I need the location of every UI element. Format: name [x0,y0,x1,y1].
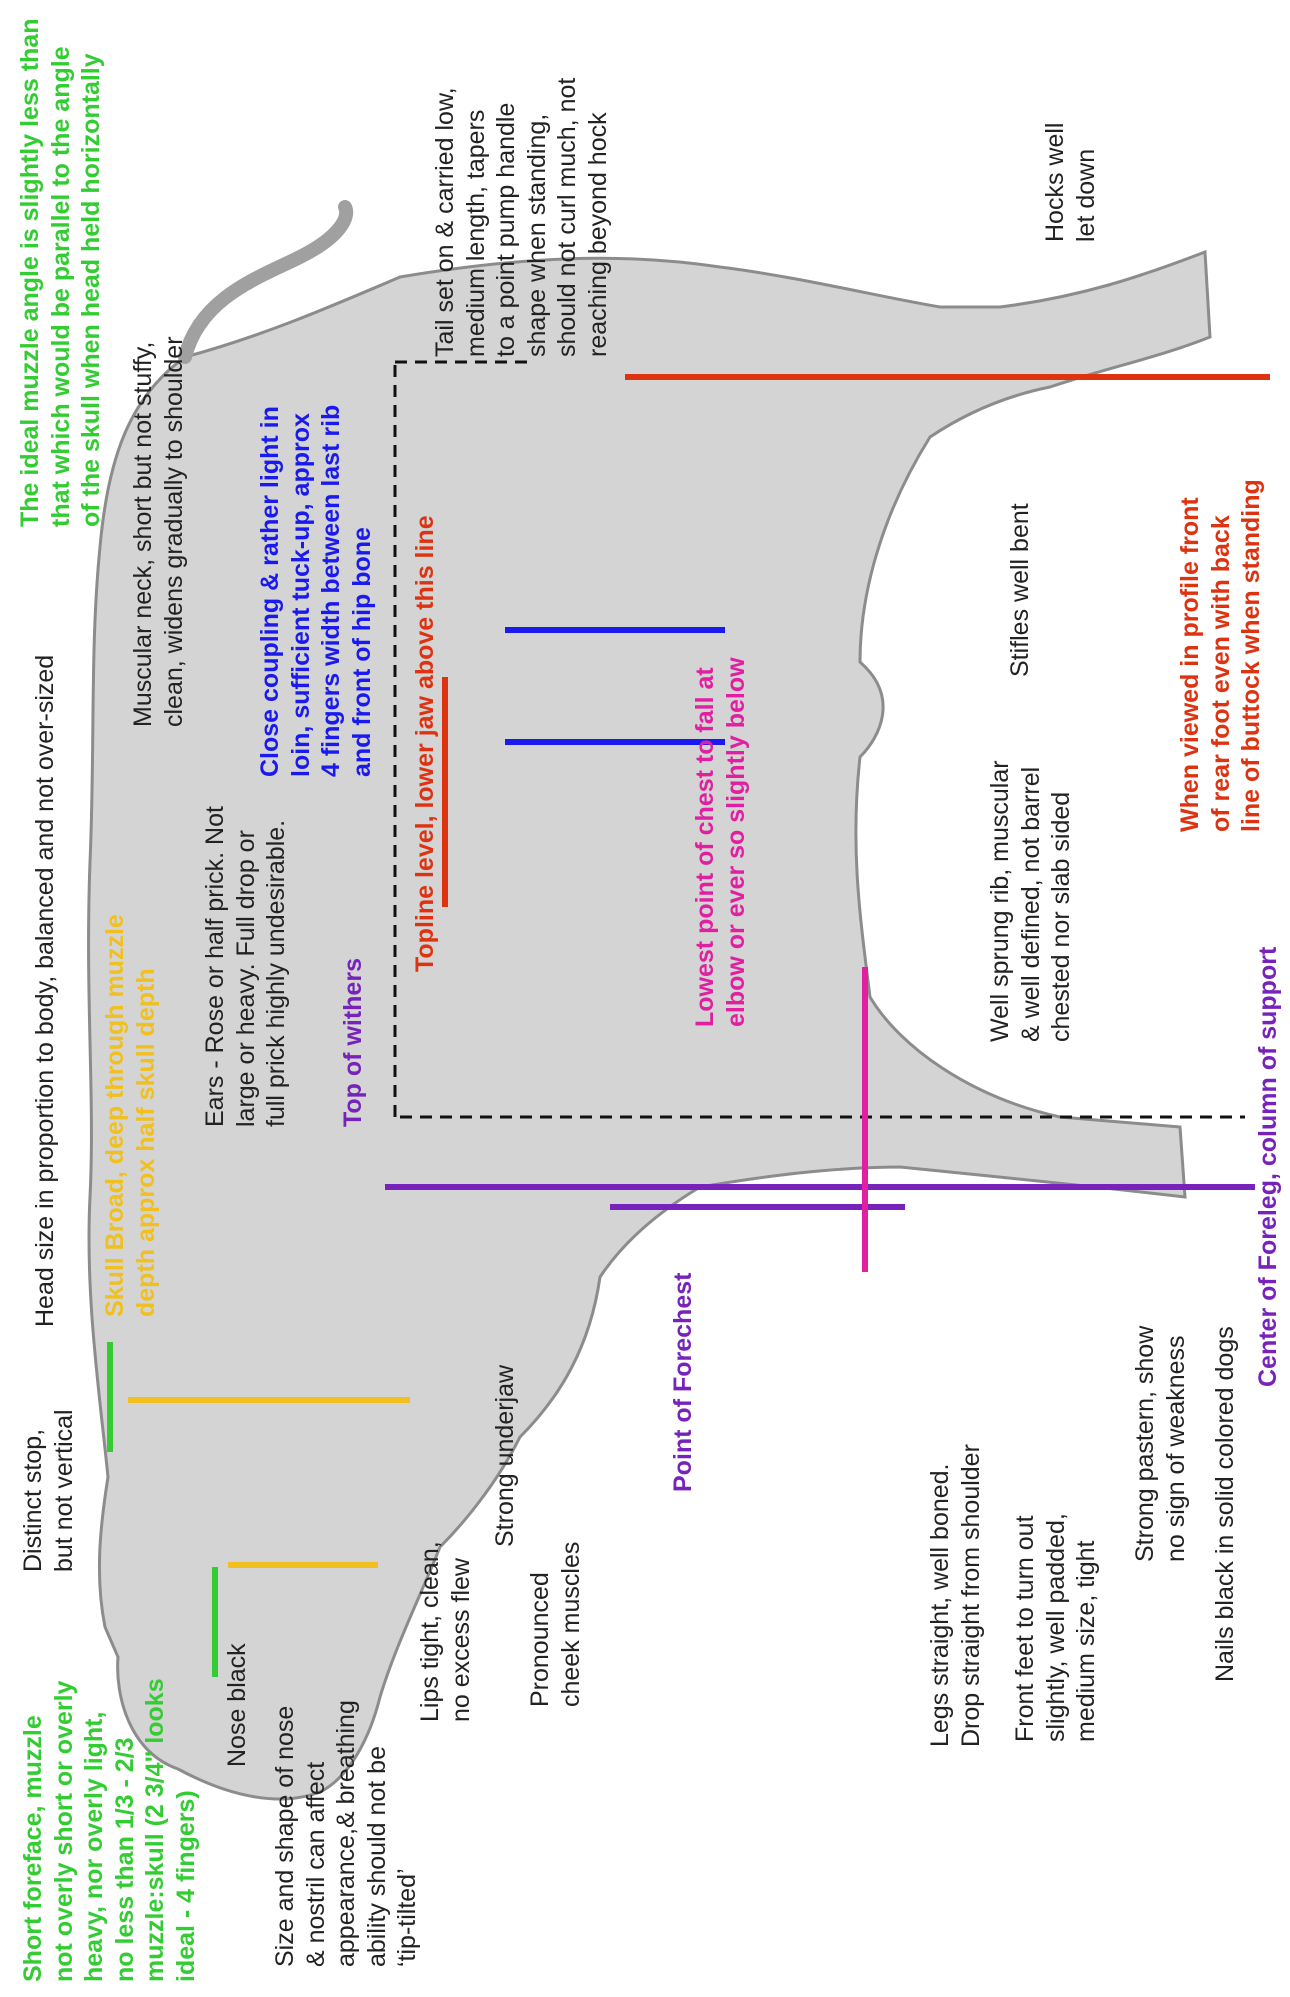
pastern-label: Strong pastern, show no sign of weakness [1130,1326,1191,1562]
stifles-label: Stifles well bent [1005,503,1036,677]
nails-label: Nails black in solid colored dogs [1210,1326,1241,1682]
nose-black-label: Nose black [222,1643,253,1767]
forechest-label: Point of Forechest [668,1273,699,1492]
ears-label: Ears - Rose or half prick. Not large or … [200,806,292,1127]
hocks-label: Hocks well let down [1040,123,1101,242]
coupling-label: Close coupling & rather light in loin, s… [255,405,377,777]
withers-label: Top of withers [338,958,369,1127]
muzzle-angle-note: The ideal muzzle angle is slightly less … [15,19,107,527]
nose-shape-label: Size and shape of nose & nostril can aff… [270,1700,423,1967]
head-size-label: Head size in proportion to body, balance… [30,655,61,1327]
legs-label: Legs straight, well boned. Drop straight… [925,1444,986,1747]
center-foreleg-label: Center of Foreleg, column of support [1253,947,1284,1387]
front-feet-label: Front feet to turn out slightly, well pa… [1010,1513,1102,1742]
skull-label: Skull Broad, deep through muzzle depth a… [100,914,161,1317]
chest-label: Lowest point of chest to fall at elbow o… [690,657,751,1027]
lips-label: Lips tight, clean, no excess flew [415,1541,476,1722]
topline-label: Topline level, lower jaw above this line [410,515,441,972]
foreface-note: Short foreface, muzzle not overly short … [18,1678,201,1982]
tail-label: Tail set on & carried low, medium length… [430,78,613,357]
neck-label: Muscular neck, short but not stuffy, cle… [128,336,189,727]
rear-foot-label: When viewed in profile front of rear foo… [1175,479,1267,832]
cheek-label: Pronounced cheek muscles [525,1542,586,1707]
stop-label: Distinct stop, but not vertical [18,1409,79,1572]
rib-label: Well sprung rib, muscular & well defined… [985,760,1077,1042]
underjaw-label: Strong underjaw [490,1365,521,1547]
